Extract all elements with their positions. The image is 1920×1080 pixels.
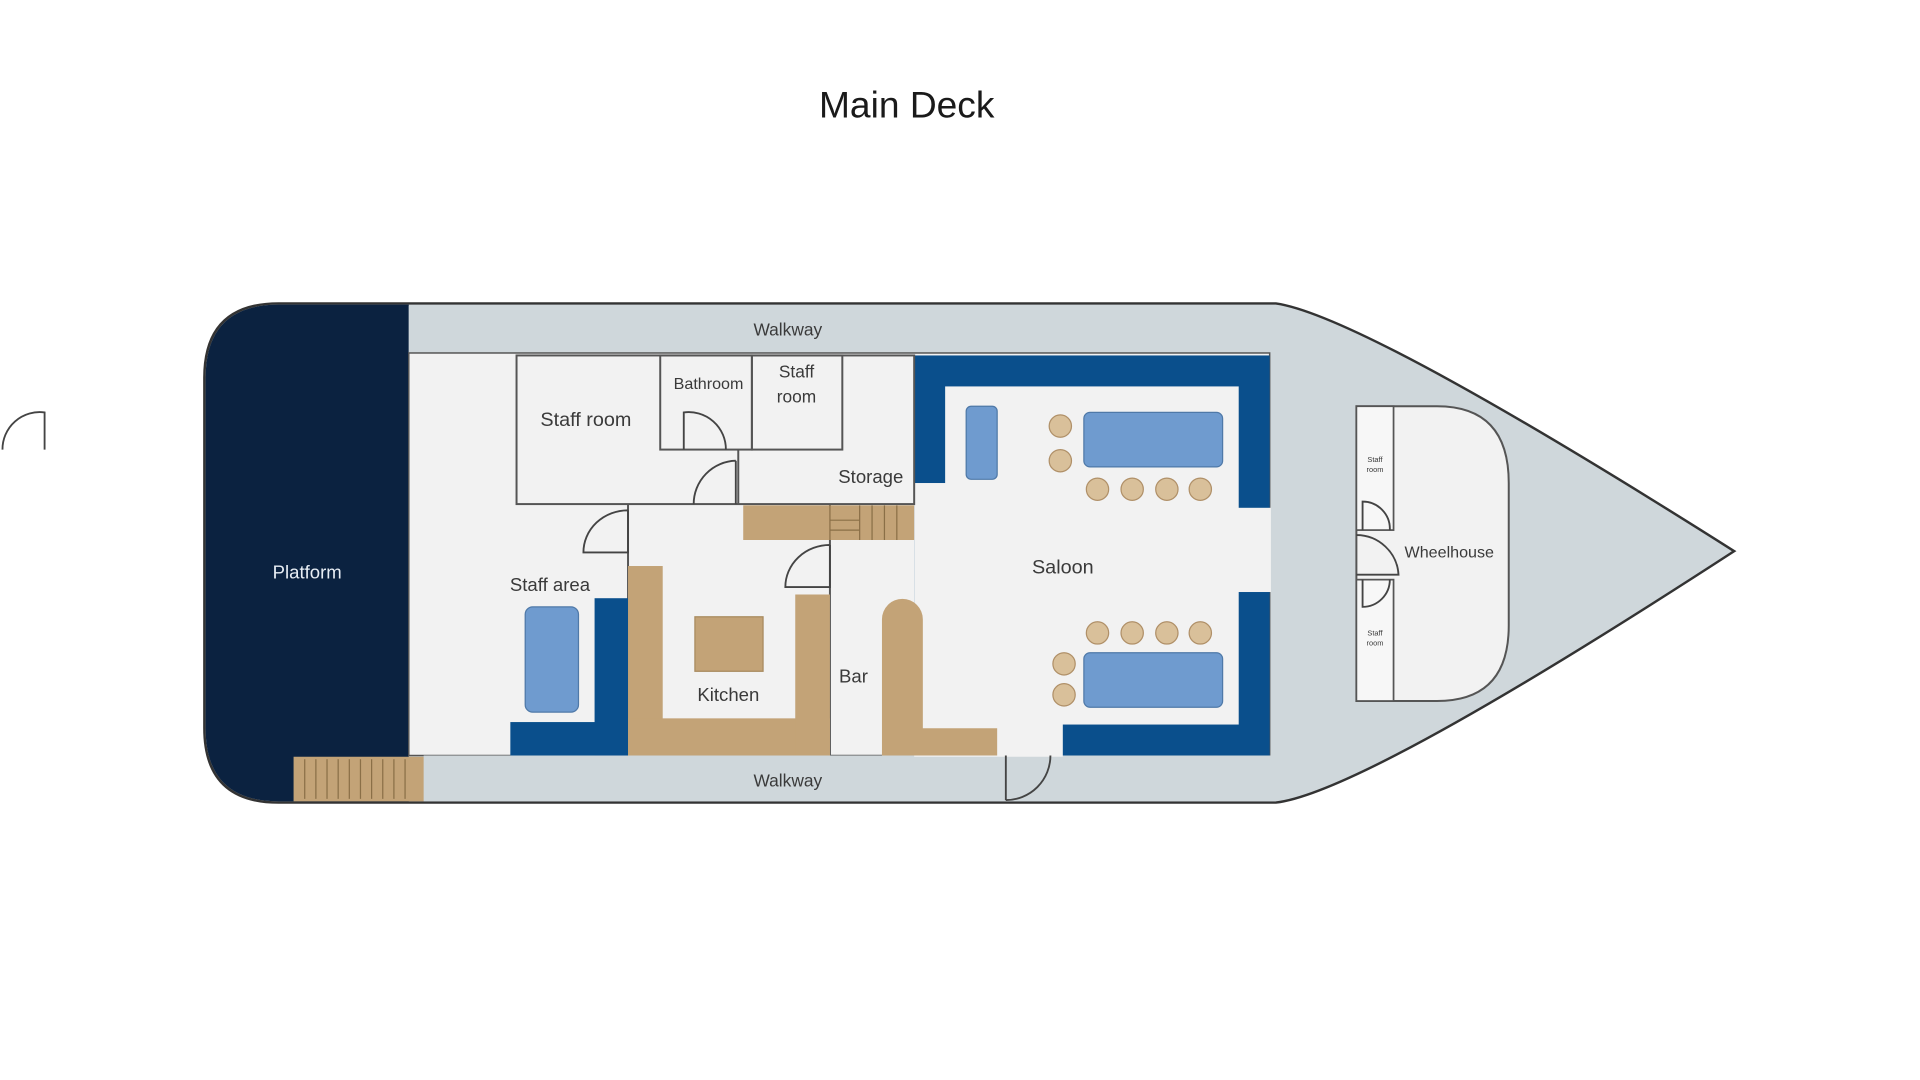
wheelhouse (1355, 405, 1510, 702)
staff-room-label: Staff room (540, 409, 631, 431)
wheelhouse-staff-room-bottom-line2: room (1367, 638, 1384, 647)
page-title: Main Deck (819, 84, 995, 126)
walkway-top (408, 305, 1276, 353)
saloon-furniture (965, 405, 1224, 708)
staff-room-2-label: Staff (779, 362, 815, 382)
platform-label: Platform (273, 561, 342, 582)
kitchen-island (694, 616, 764, 672)
saloon-label: Saloon (1032, 556, 1094, 578)
staff-room-2-label-line2: room (777, 387, 816, 407)
stern-stairs (293, 756, 424, 802)
walkway-bottom-label: Walkway (753, 770, 822, 790)
kitchen-label: Kitchen (697, 684, 759, 705)
staff-area-sofa (524, 606, 580, 713)
walkway-top-label: Walkway (753, 320, 822, 340)
staff-area-walls (510, 598, 629, 756)
walkway-bottom (423, 755, 1276, 802)
bar-counter (881, 598, 998, 756)
storage-label: Storage (838, 466, 903, 487)
wheelhouse-staff-room-bottom: Staff (1367, 628, 1383, 637)
platform (205, 304, 409, 802)
bar-label: Bar (839, 665, 868, 686)
wheelhouse-staff-room-top: Staff (1367, 455, 1383, 464)
saloon-stools (1048, 414, 1213, 707)
saloon-table-top (1083, 411, 1224, 468)
storage-stairs (743, 505, 915, 540)
kitchen-counters (628, 566, 830, 756)
doors (1, 411, 1052, 802)
staff-area-label: Staff area (510, 574, 591, 595)
wheelhouse-label: Wheelhouse (1405, 543, 1495, 561)
saloon-table-bottom (1083, 652, 1224, 708)
saloon-side-table (965, 405, 998, 480)
bathroom-label: Bathroom (674, 375, 744, 393)
wheelhouse-staff-room-top-line2: room (1367, 465, 1384, 474)
